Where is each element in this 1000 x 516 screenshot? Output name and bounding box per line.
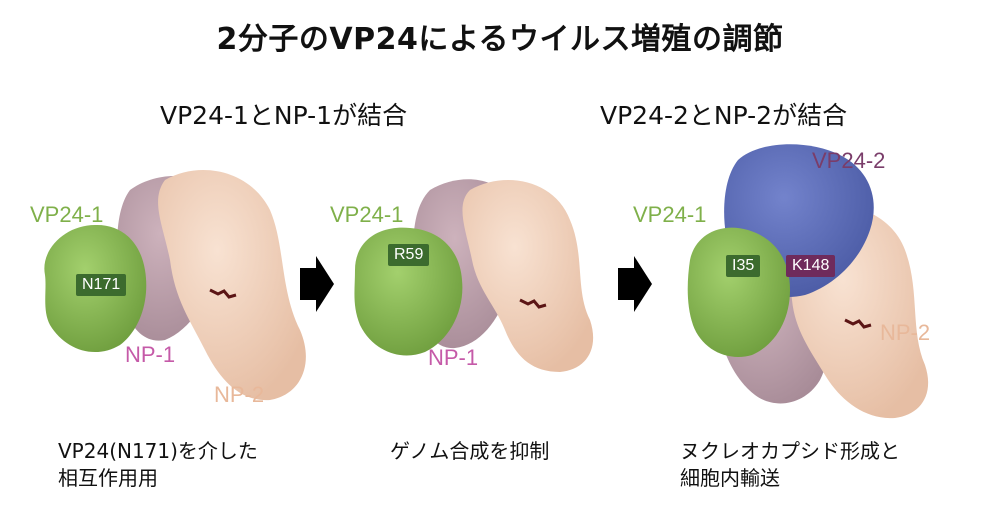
page-title: 2分子のVP24によるウイルス増殖の調節 — [216, 22, 784, 57]
vp24-1-surface — [687, 227, 790, 357]
arrow-icon — [618, 256, 652, 312]
np-2-surface — [158, 170, 306, 401]
np-1-label: NP-1 — [125, 342, 176, 367]
np-1-label: NP-1 — [428, 345, 479, 370]
panel-3-caption: ヌクレオカプシド形成と 細胞内輸送 — [680, 439, 900, 490]
residue-r59-chip: R59 — [388, 244, 430, 266]
vp24-1-label: VP24-1 — [30, 202, 104, 227]
panel-3-subtitle: VP24-2とNP-2が結合 — [600, 101, 848, 130]
panel-1-subtitle: VP24-1とNP-1が結合 — [160, 101, 408, 130]
panel-1-caption: VP24(N171)を介した 相互作用用 — [58, 439, 258, 490]
panel-2-molecules — [354, 179, 594, 372]
arrow-icon — [300, 256, 334, 312]
vp24-2-label: VP24-2 — [812, 148, 886, 173]
panel-1-molecules — [44, 170, 306, 401]
residue-n171-chip: N171 — [76, 274, 127, 296]
np-2-label: NP-2 — [214, 382, 265, 407]
vp24-1-label: VP24-1 — [330, 202, 404, 227]
panel-2-caption: ゲノム合成を抑制 — [390, 439, 550, 463]
residue-k148-chip: K148 — [786, 255, 836, 277]
panel-3-molecules — [687, 144, 929, 419]
residue-i35-chip: I35 — [726, 255, 761, 277]
np-2-label: NP-2 — [880, 320, 931, 345]
np-2-surface — [462, 180, 594, 372]
vp24-1-label: VP24-1 — [633, 202, 707, 227]
vp24-1-surface — [354, 227, 463, 356]
